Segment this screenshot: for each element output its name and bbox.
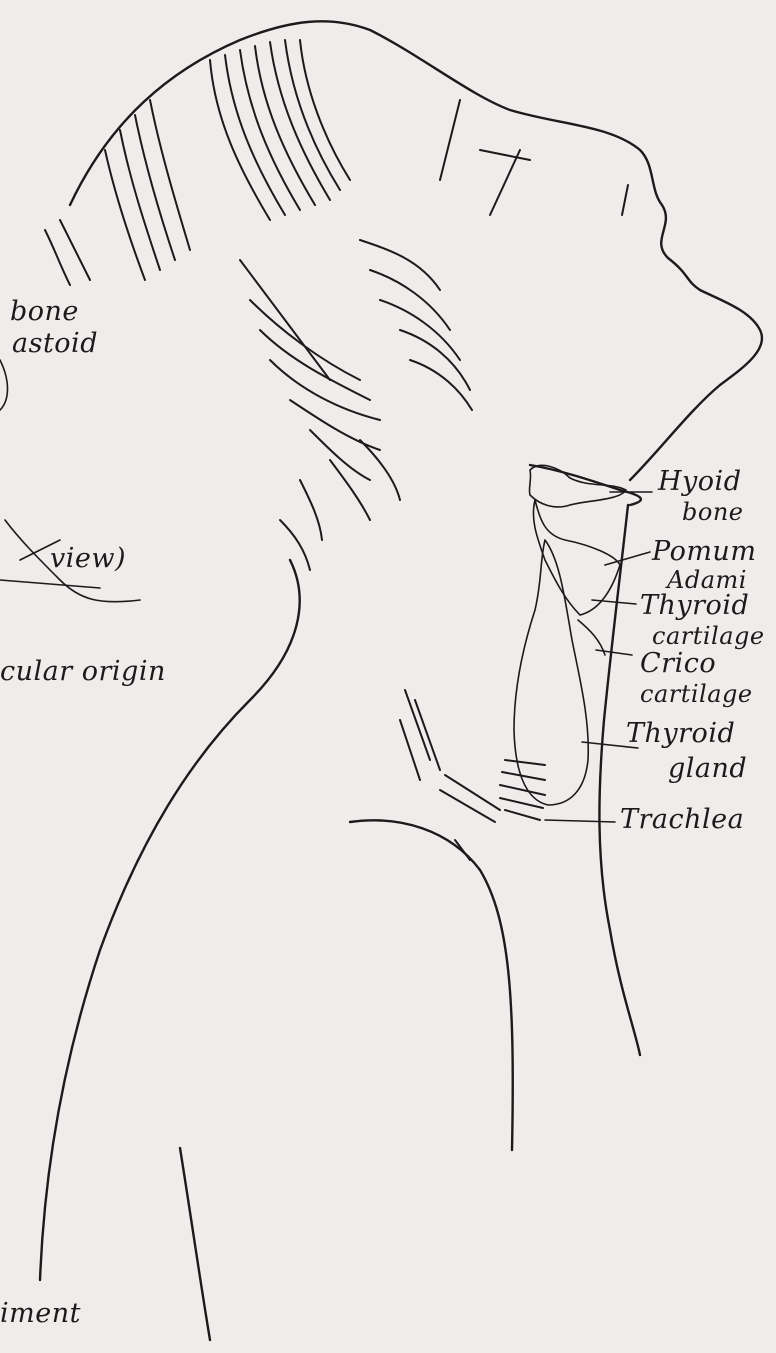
label-crico-cartilage: cartilage [640,682,753,706]
label-crico: Crico [640,650,716,677]
label-ligament: iment [0,1300,81,1327]
thyroid-cartilage-shape [533,500,620,615]
label-thyroid-cartilage: Thyroid [640,592,749,619]
label-gland: gland [668,755,747,782]
view-underline [0,580,100,588]
label-thyroid-gland: Thyroid [626,720,735,747]
hair-hatching [45,40,472,570]
label-mastoid: astoid [12,330,98,357]
hyoid-bone-shape [529,465,626,507]
crico-shape [578,620,605,655]
label-hyoid: Hyoid [658,468,741,495]
label-muscular-origin: cular origin [0,658,166,685]
label-view: view) [50,545,126,572]
thyroid-gland-shape [514,540,588,805]
jaw-line [530,465,641,505]
label-pomum: Pomum [652,538,756,565]
left-curve [0,360,8,410]
chest-curve [350,820,513,1150]
neck-hatching [400,690,500,860]
neck-front [599,505,640,1055]
trachea-rings [500,760,545,820]
arm-line [180,1148,210,1340]
head-outline [70,21,762,480]
label-thyroid-cartilage-2: cartilage [652,624,765,648]
label-trachea: Trachlea [620,806,744,833]
leader-lines [545,492,652,822]
label-adami: Adami [667,568,747,592]
label-bone: bone [10,298,79,325]
label-hyoid-bone: bone [682,500,743,524]
